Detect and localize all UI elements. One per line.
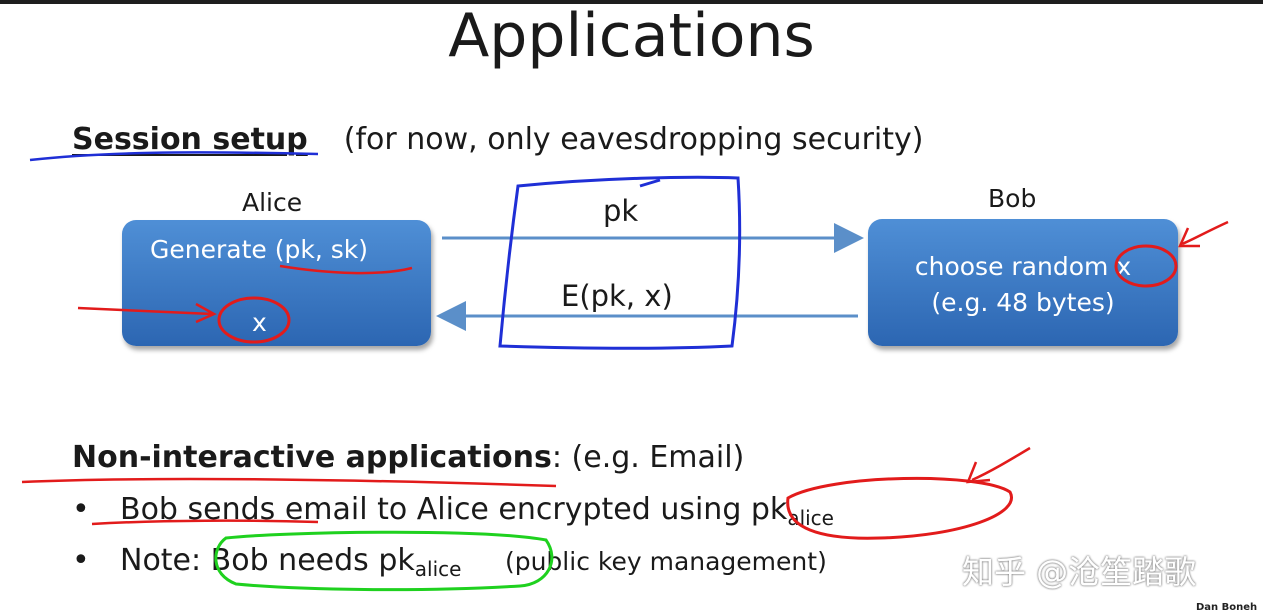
blue-ink-box (498, 175, 742, 350)
bullet-note: • Note: Bob needs pkalice (public key man… (72, 541, 827, 589)
blue-ink-tick (639, 178, 661, 188)
alice-label: Alice (242, 188, 303, 217)
non-interactive-label: Non-interactive applications (72, 440, 552, 475)
red-ink-heading-underline (21, 477, 557, 488)
bullet-email-sub: alice (787, 506, 834, 530)
alice-box: Generate (pk, sk) x (122, 220, 431, 346)
bob-box-text: choose random x (e.g. 48 bytes) (868, 249, 1178, 321)
watermark: 知乎 @沧笙踏歌 (962, 553, 1197, 591)
red-ink-arrowhead-alice (195, 302, 217, 324)
key-management-note: (public key management) (504, 547, 827, 576)
alice-generate-prefix: Generate (150, 235, 275, 264)
bullet-dot: • (72, 543, 90, 578)
session-setup-note: (for now, only eavesdropping security) (343, 122, 924, 157)
red-ink-bullet-underline (91, 519, 319, 526)
bullet-note-sub: alice (414, 557, 462, 581)
red-ink-arrowhead-bob (1178, 227, 1200, 248)
bob-label: Bob (988, 184, 1037, 213)
green-ink-circle (214, 530, 554, 592)
red-ink-arrow-bob (1181, 220, 1229, 246)
red-ink-circle-alice-x (217, 296, 291, 344)
red-ink-arrowhead-pk (966, 461, 991, 484)
top-border (0, 0, 1263, 4)
pk-message: pk (603, 194, 639, 228)
alice-x: x (252, 308, 267, 337)
encrypted-message: E(pk, x) (561, 279, 673, 313)
author-credit: Dan Boneh (1196, 602, 1258, 613)
red-ink-keypair-underline (279, 264, 413, 275)
red-ink-arrow-alice (77, 306, 213, 316)
bob-size-example: (e.g. 48 bytes) (931, 288, 1115, 317)
bob-choose-random: choose random x (914, 252, 1132, 281)
alice-keypair: (pk, sk) (274, 235, 368, 264)
bullet-note-text: Bob needs pk (210, 543, 415, 578)
non-interactive-heading: Non-interactive applications: (e.g. Emai… (72, 438, 744, 478)
bullet-note-prefix: Note: (120, 543, 211, 578)
slide-title: Applications (448, 1, 815, 71)
bullet-dot: • (72, 492, 90, 527)
email-example: : (e.g. Email) (551, 440, 745, 475)
alice-generate-text: Generate (pk, sk) (150, 234, 368, 266)
red-ink-arrow-pk (971, 446, 1031, 482)
red-ink-circle-bob-x (1114, 244, 1178, 288)
red-ink-circle-pk (786, 476, 1013, 540)
blue-ink-underline (29, 151, 319, 162)
